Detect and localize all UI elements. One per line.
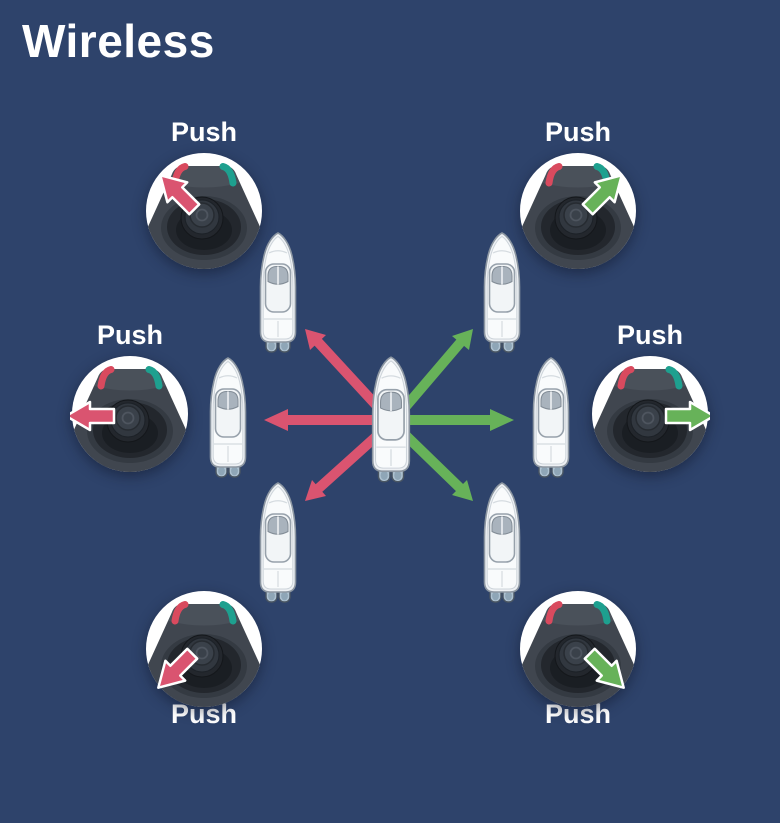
arrow-head [452,329,473,350]
indicator-teal-icon [145,366,163,390]
movement-arrow-down-left [305,419,395,501]
push-label: Push [170,117,237,147]
indicator-red-icon [97,366,115,390]
joystick-pad-icon [146,153,262,270]
boat-icon-down-left [259,482,297,603]
push-label: Push [96,320,163,350]
movement-arrow-down-right [389,419,473,501]
joystick-pad-icon [520,153,636,270]
push-direction-arrow-icon [664,400,710,432]
arrow-head [305,329,326,350]
movement-arrow-up-left [305,329,393,423]
push-direction-arrow-icon [581,174,623,216]
arrow-head [452,480,473,501]
joystick-unit-mid-left: Push [70,320,190,474]
boat-icon-left [209,357,247,478]
boat-icon-down-right [483,482,521,603]
joystick-pad-icon [70,356,188,473]
push-label: Push [544,117,611,147]
boat-icon-up-right [483,232,521,353]
joystick-unit-bottom-left: Push [144,589,264,729]
indicator-teal-icon [219,601,237,625]
push-direction-arrow-icon [159,174,201,216]
push-direction-arrow-icon [70,400,116,432]
indicator-red-icon [171,601,189,625]
joystick-unit-mid-right: Push [590,320,710,474]
joystick-pad-icon [592,356,710,473]
boat-icon-up-left [259,232,297,353]
arrow-head [305,480,326,501]
movement-arrow-up-right [391,329,473,423]
push-direction-arrow-icon [583,647,625,689]
indicator-red-icon [617,366,635,390]
center-boat-icon [371,356,411,483]
joystick-unit-top-right: Push [518,117,638,271]
page-title: Wireless [22,15,215,67]
push-direction-arrow-icon [157,647,199,689]
joystick-unit-bottom-right: Push [518,589,638,729]
movement-arrow-right [389,409,514,431]
joystick-unit-top-left: Push [144,117,264,271]
movement-arrow-left [264,409,395,431]
arrow-head [264,409,288,431]
indicator-red-icon [545,163,563,187]
arrow-head [490,409,514,431]
indicator-teal-icon [665,366,683,390]
push-label: Push [616,320,683,350]
indicator-teal-icon [219,163,237,187]
indicator-red-icon [545,601,563,625]
boat-icon-right [532,357,570,478]
joystick-pad-icon [520,591,636,708]
indicator-teal-icon [593,601,611,625]
joystick-pad-icon [146,591,262,708]
